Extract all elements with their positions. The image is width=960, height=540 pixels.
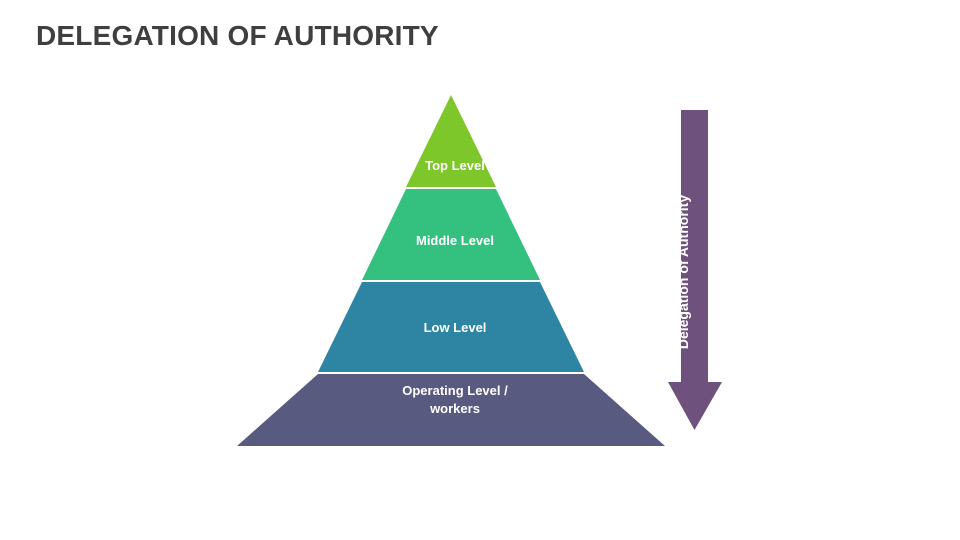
pyramid-diagram: Top Level Middle Level Low Level Operati… <box>225 85 685 460</box>
delegation-arrow[interactable]: Delegation of Authority <box>665 110 725 435</box>
pyramid-segment-middle-level[interactable] <box>362 189 540 280</box>
pyramid-segment-operating-level[interactable] <box>237 374 665 446</box>
pyramid-segment-top-level[interactable] <box>406 95 496 187</box>
pyramid-shape <box>237 95 665 446</box>
arrow-down-icon <box>668 110 722 430</box>
page-title: DELEGATION OF AUTHORITY <box>36 20 439 51</box>
pyramid-segment-low-level[interactable] <box>318 282 584 372</box>
